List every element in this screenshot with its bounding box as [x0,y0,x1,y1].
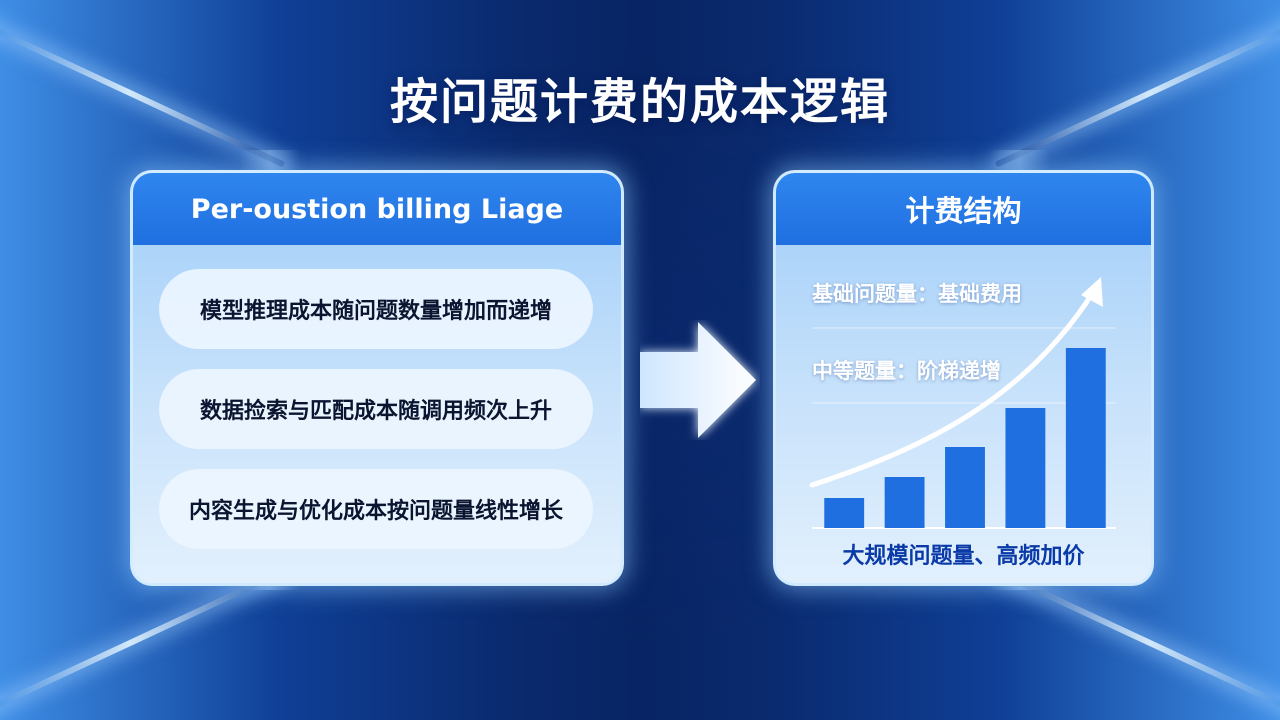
tier-medium-label: 中等题量：阶梯递增 [812,359,1001,383]
cost-item-inference: 模型推理成本随问题数量增加而递增 [159,269,593,349]
billing-structure-panel: 计费结构 基础问题量：基础费用 中等题量：阶梯递增 大规模问题量、高频加价 [773,170,1154,586]
trend-arrow-head-icon [1081,277,1103,307]
light-beam-bottom-right [994,568,1280,718]
chart-bar [945,447,985,528]
page-title: 按问题计费的成本逻辑 [389,74,890,130]
chart-bar [884,477,925,528]
trend-arrow-line [809,288,1097,488]
chart-bar [1005,408,1046,528]
growth-bar-chart [809,277,1116,529]
tier-large-caption: 大规模问题量、高频加价 [842,544,1085,569]
cost-drivers-panel: Per-oustion billing Liage 模型推理成本随问题数量增加而… [130,170,624,586]
flow-arrow-icon [640,322,756,438]
chart-bar [1065,348,1106,528]
chart-bar [824,498,865,528]
cost-drivers-header: Per-oustion billing Liage [133,173,621,245]
light-beam-bottom-left [0,568,286,718]
cost-item-generation: 内容生成与优化成本按问题量线性增长 [159,469,593,549]
tier-basic-label: 基础问题量：基础费用 [812,282,1022,306]
billing-structure-header: 计费结构 [776,173,1151,245]
cost-item-retrieval: 数据捡索与匹配成本随调用频次上升 [159,369,593,449]
